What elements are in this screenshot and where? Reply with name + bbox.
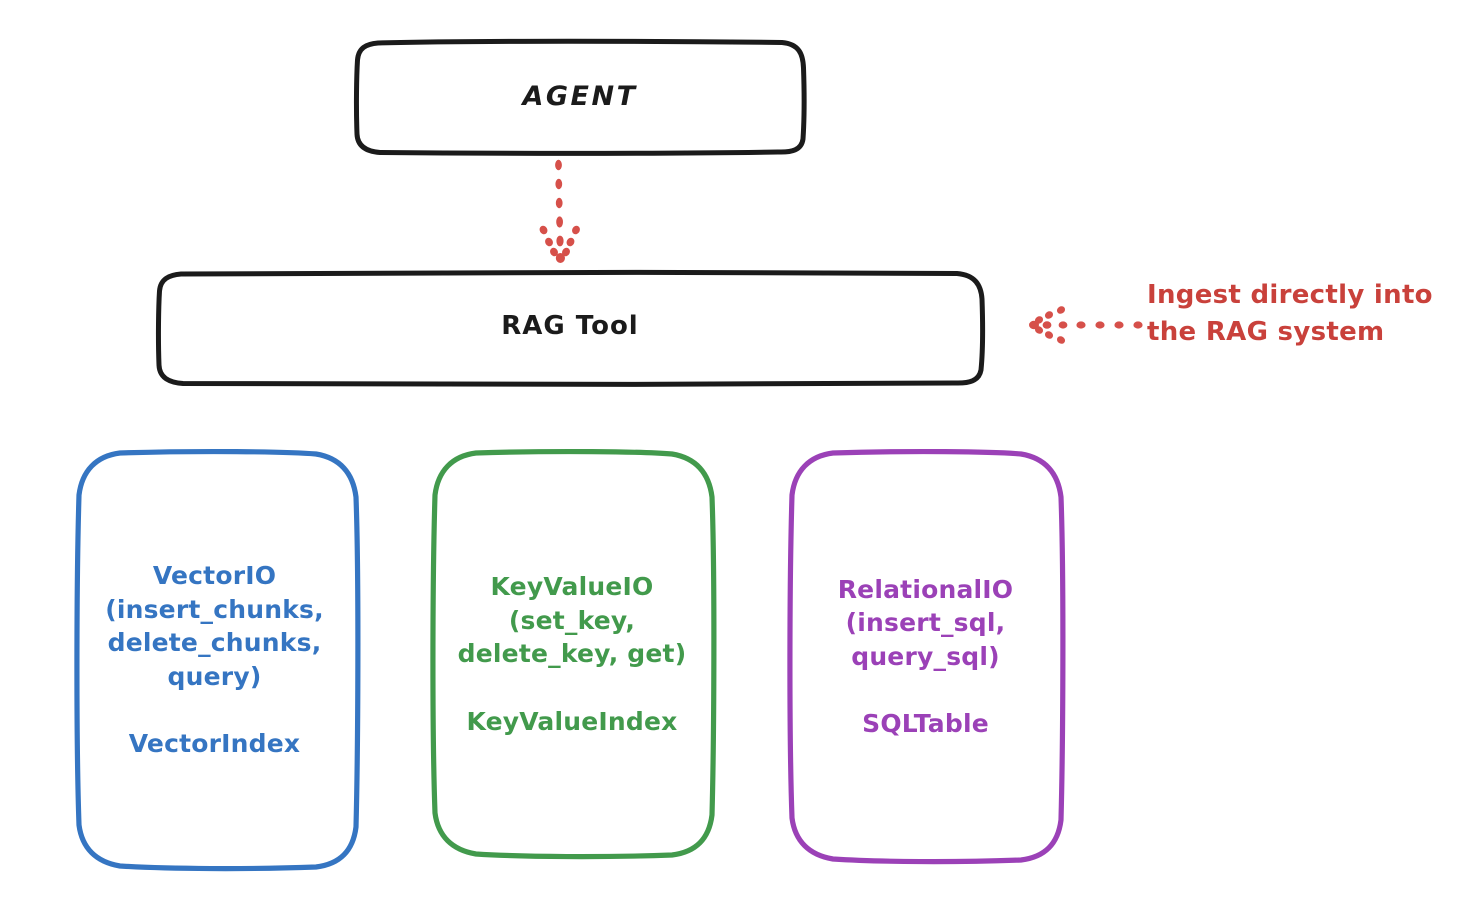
key-value-io-api-label: KeyValueIO (set_key, delete_key, get) (457, 572, 687, 668)
annotation-ingest-directly: Ingest directly into the RAG system (1147, 280, 1433, 347)
node-agent[interactable]: AGENT (353, 38, 807, 156)
relational-io-index-label: SQLTable (862, 709, 989, 738)
agent-label: AGENT (522, 80, 638, 112)
relational-io-api-label: RelationalIO (insert_sql, query_sql) (837, 574, 1014, 671)
rag-tool-label: RAG Tool (501, 311, 639, 342)
key-value-io-index-label: KeyValueIndex (466, 706, 678, 736)
connector-ingest-arrow (1029, 306, 1143, 344)
vector-io-api-label: VectorIO (insert_chunks, delete_chunks, … (105, 561, 324, 691)
node-key-value-io[interactable]: KeyValueIO (set_key, delete_key, get) Ke… (426, 448, 718, 860)
connector-agent-to-rag-tool (539, 159, 580, 263)
vector-io-index-label: VectorIndex (128, 729, 301, 759)
node-vector-io[interactable]: VectorIO (insert_chunks, delete_chunks, … (68, 448, 361, 872)
node-relational-io[interactable]: RelationalIO (insert_sql, query_sql) SQL… (785, 448, 1066, 865)
node-rag-tool[interactable]: RAG Tool (155, 269, 986, 387)
